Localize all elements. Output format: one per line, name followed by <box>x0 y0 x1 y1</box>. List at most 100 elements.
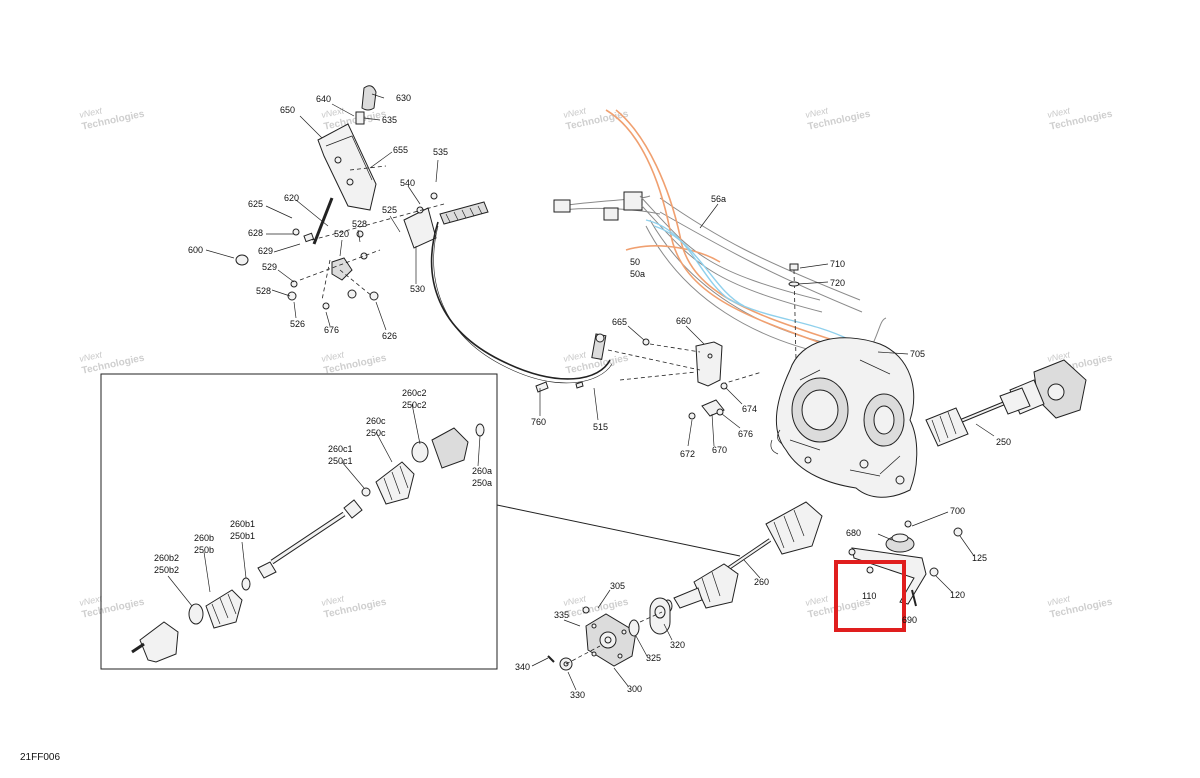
svg-text:vNext: vNext <box>562 105 587 120</box>
part-labels: 630 640 635 650 655 535 540 625 620 628 … <box>154 93 1011 700</box>
label-630: 630 <box>396 93 411 103</box>
label-250a: 250a <box>472 478 492 488</box>
svg-text:vNext: vNext <box>320 593 345 608</box>
shift-gate-plate <box>317 123 377 211</box>
watermark: vNext Technologies <box>78 593 146 620</box>
label-250b2: 250b2 <box>154 565 179 575</box>
label-335: 335 <box>554 610 569 620</box>
label-635: 635 <box>382 115 397 125</box>
label-640: 640 <box>316 94 331 104</box>
shift-cable <box>430 201 613 393</box>
label-540: 540 <box>400 178 415 188</box>
svg-text:vNext: vNext <box>1046 105 1071 120</box>
label-705: 705 <box>910 349 925 359</box>
label-260b: 260b <box>194 533 214 543</box>
label-250c1: 250c1 <box>328 456 353 466</box>
label-528b: 528 <box>256 286 271 296</box>
driveshaft-250 <box>925 359 1087 447</box>
label-515: 515 <box>593 422 608 432</box>
inset-inner-cv <box>431 427 469 469</box>
svg-text:vNext: vNext <box>1046 593 1071 608</box>
inset-callout-line <box>496 504 741 557</box>
label-629: 629 <box>258 246 273 256</box>
label-690: 690 <box>902 615 917 625</box>
boot-outer-260 <box>693 563 739 609</box>
label-626: 626 <box>382 331 397 341</box>
leader-lines <box>167 93 995 691</box>
label-260c: 260c <box>366 416 386 426</box>
svg-text:vNext: vNext <box>562 349 587 364</box>
watermark: vNext Technologies <box>562 105 630 132</box>
inset-outer-cv <box>139 621 179 663</box>
clip-ring <box>235 254 249 266</box>
label-528a: 528 <box>352 219 367 229</box>
inset-frame <box>100 373 498 670</box>
inset-boot-b <box>205 589 243 629</box>
svg-text:vNext: vNext <box>804 593 829 608</box>
svg-text:vNext: vNext <box>78 105 103 120</box>
label-260c2: 260c2 <box>402 388 427 398</box>
label-529: 529 <box>262 262 277 272</box>
label-760: 760 <box>531 417 546 427</box>
shift-knob <box>361 85 377 111</box>
label-340: 340 <box>515 662 530 672</box>
knob-boot <box>355 111 365 125</box>
watermark: vNext Technologies <box>804 105 872 132</box>
label-655: 655 <box>393 145 408 155</box>
label-260b2: 260b2 <box>154 553 179 563</box>
label-520: 520 <box>334 229 349 239</box>
label-260c1: 260c1 <box>328 444 353 454</box>
label-620: 620 <box>284 193 299 203</box>
label-110: 110 <box>862 591 876 601</box>
label-250b: 250b <box>194 545 214 555</box>
highlight-box <box>834 560 906 632</box>
bracket-660 <box>695 341 723 387</box>
label-50: 50 <box>630 257 640 267</box>
svg-text:vNext: vNext <box>78 349 103 364</box>
label-325: 325 <box>646 653 661 663</box>
label-525: 525 <box>382 205 397 215</box>
watermark: vNext Technologies <box>320 593 388 620</box>
svg-text:vNext: vNext <box>804 105 829 120</box>
label-305: 305 <box>610 581 625 591</box>
watermark: vNext Technologies <box>320 349 388 376</box>
label-674: 674 <box>742 404 757 414</box>
driveshaft-260 <box>663 501 823 613</box>
transmission <box>770 337 918 498</box>
label-628a: 628 <box>248 228 263 238</box>
label-56a: 56a <box>711 194 726 204</box>
label-660: 660 <box>676 316 691 326</box>
label-526: 526 <box>290 319 305 329</box>
diagram-code: 21FF006 <box>20 752 61 763</box>
svg-text:vNext: vNext <box>562 593 587 608</box>
label-260b1: 260b1 <box>230 519 255 529</box>
label-672: 672 <box>680 449 695 459</box>
label-125: 125 <box>972 553 987 563</box>
detail-inset <box>100 373 741 670</box>
label-260a: 260a <box>472 466 492 476</box>
ring-325 <box>628 619 640 637</box>
label-670: 670 <box>712 445 727 455</box>
shift-rod <box>312 197 334 245</box>
label-250: 250 <box>996 437 1011 447</box>
svg-text:vNext: vNext <box>1046 349 1071 364</box>
cable-boot <box>439 201 489 225</box>
label-676b: 676 <box>738 429 753 439</box>
label-710: 710 <box>830 259 845 269</box>
label-320: 320 <box>670 640 685 650</box>
label-530: 530 <box>410 284 425 294</box>
label-250c: 250c <box>366 428 386 438</box>
shifter-assembly <box>235 85 445 310</box>
inset-clamp-c2 <box>411 441 429 463</box>
label-650: 650 <box>280 105 295 115</box>
label-535: 535 <box>433 147 448 157</box>
svg-text:vNext: vNext <box>320 105 345 120</box>
label-680: 680 <box>846 528 861 538</box>
label-330: 330 <box>570 690 585 700</box>
wire-harness <box>553 109 887 361</box>
svg-text:vNext: vNext <box>78 593 103 608</box>
label-600: 600 <box>188 245 203 255</box>
label-250b1: 250b1 <box>230 531 255 541</box>
label-720: 720 <box>830 278 845 288</box>
